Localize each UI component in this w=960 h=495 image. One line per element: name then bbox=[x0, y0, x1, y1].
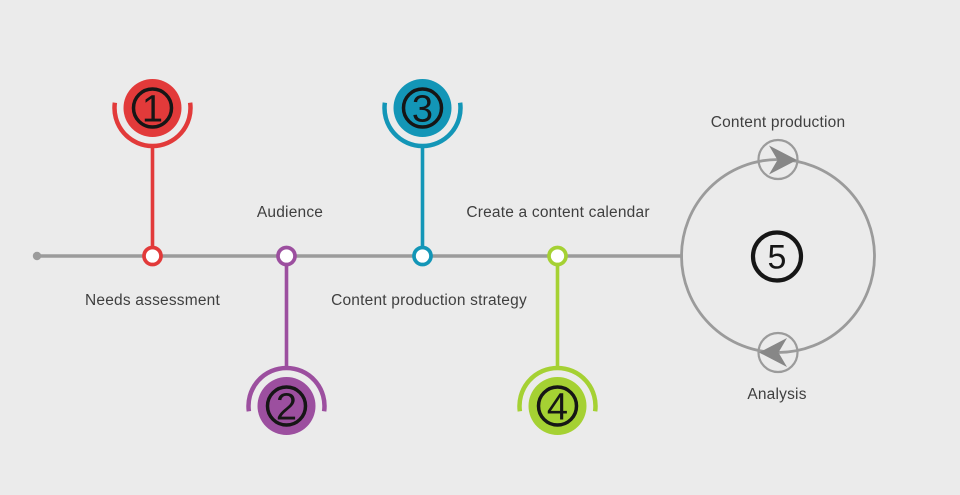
step-2-number: 2 bbox=[276, 387, 297, 429]
step-5-bottom-node bbox=[757, 331, 799, 374]
step-4-label: Create a content calendar bbox=[466, 204, 649, 221]
step-1-arc bbox=[112, 102, 193, 149]
step-1-ring bbox=[131, 87, 174, 129]
step-5-bottom-label: Analysis bbox=[747, 386, 806, 403]
step-4-number: 4 bbox=[547, 387, 568, 429]
step-4-arc bbox=[517, 365, 598, 412]
step-5-number: 5 bbox=[768, 239, 787, 277]
step-1-marker: 1 Needs assessment bbox=[85, 79, 221, 309]
step-5-top-node bbox=[757, 138, 799, 181]
step-1-number: 1 bbox=[142, 89, 163, 131]
step-4-marker: 4 Create a content calendar bbox=[466, 204, 649, 435]
step-3-number: 3 bbox=[412, 89, 433, 131]
arrow-right-icon bbox=[769, 145, 797, 175]
step-3-ring bbox=[401, 87, 444, 129]
step-5-marker: 5 Content production Analysis bbox=[680, 114, 876, 403]
step-4-ring bbox=[536, 385, 579, 427]
arrow-left-icon bbox=[759, 338, 787, 367]
step-3-label: Content production strategy bbox=[331, 292, 527, 309]
step-5-ring bbox=[750, 230, 804, 283]
step-1-label: Needs assessment bbox=[85, 292, 221, 309]
step-2-node bbox=[276, 245, 297, 267]
step-3-node bbox=[412, 245, 433, 267]
step-1-node bbox=[142, 245, 163, 267]
step-5-top-label: Content production bbox=[711, 114, 846, 131]
step-4-node bbox=[547, 245, 568, 267]
step-2-label: Audience bbox=[257, 204, 323, 221]
step-2-ring bbox=[265, 385, 308, 427]
step-2-marker: 2 Audience bbox=[246, 204, 327, 435]
step-2-arc bbox=[246, 365, 327, 412]
step-3-arc bbox=[382, 102, 463, 149]
step-3-marker: 3 Content production strategy bbox=[331, 79, 527, 309]
